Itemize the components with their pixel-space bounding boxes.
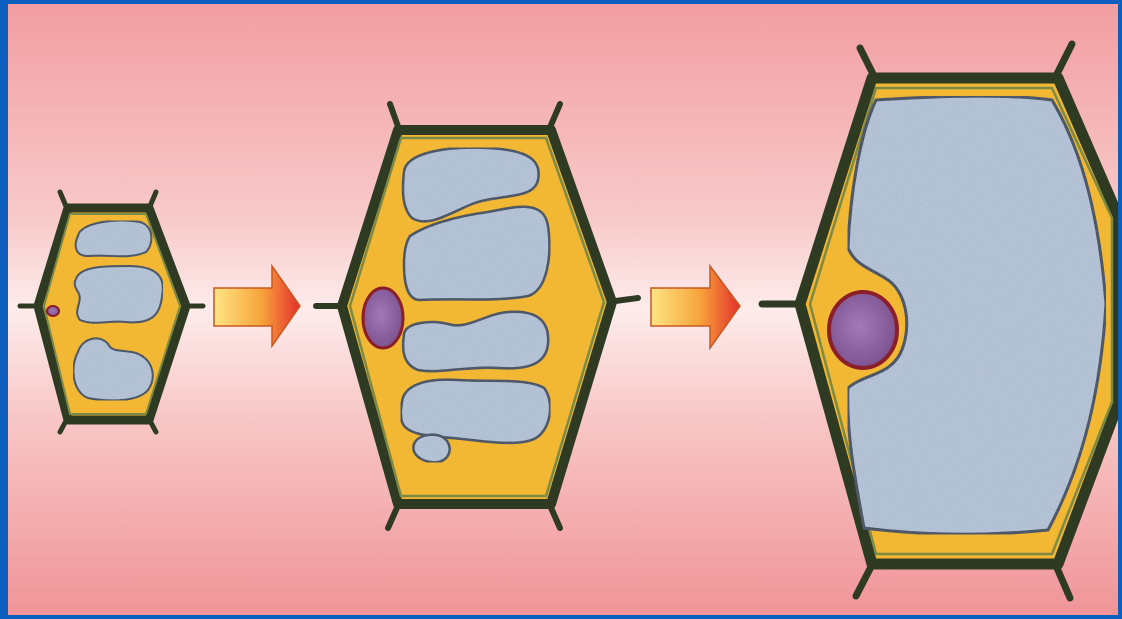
diagram-canvas (8, 4, 1118, 615)
cell-growth-diagram (8, 4, 1118, 615)
vacuoles (73, 221, 162, 401)
nucleus (829, 292, 897, 368)
vacuole (401, 380, 550, 443)
nucleus (47, 306, 59, 316)
vacuole (75, 266, 163, 323)
vacuole (76, 221, 152, 257)
nucleus (363, 288, 403, 348)
vacuole (413, 435, 449, 463)
